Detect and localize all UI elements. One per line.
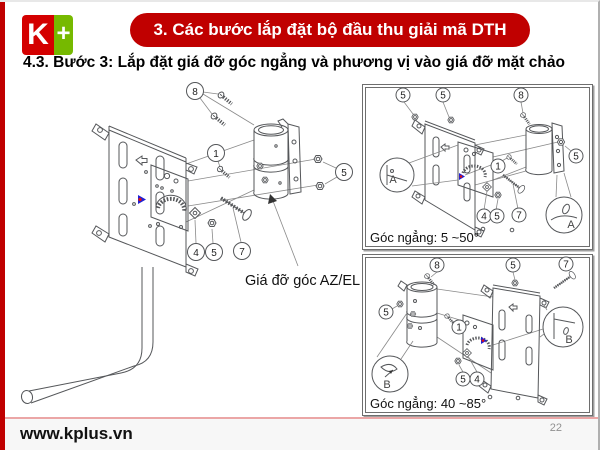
logo-plus-letter: + [54, 15, 73, 55]
pole-clamp-cylinder [397, 280, 438, 348]
left-accent-stripe [0, 2, 5, 450]
kplus-logo: K + [22, 15, 73, 55]
magnifier-detail-b-left: B [371, 312, 414, 393]
assembly-guide-lines [436, 288, 544, 374]
main-exploded-diagram: 8 1 5 [20, 82, 360, 404]
pole-clamp-cylinder [525, 122, 565, 176]
svg-text:5: 5 [383, 308, 389, 319]
dish-mount-plate [411, 119, 485, 238]
blue-alignment-marker [481, 337, 487, 344]
svg-text:7: 7 [563, 260, 569, 271]
callouts-4-5-7-hardware: 4 5 7 [187, 191, 255, 261]
magnifier-detail-b-right: B [539, 304, 584, 348]
hole-mark [480, 226, 486, 232]
callout-5-side-nuts: 5 [313, 155, 353, 190]
callout-7-long-bolt: 7 [550, 256, 579, 293]
callout-8-screws: 8 [186, 82, 236, 130]
svg-text:8: 8 [434, 261, 440, 272]
callout-5-nut-mid: 5 [435, 87, 455, 124]
logo-k-letter: K [22, 15, 54, 55]
banner-title: 3. Các bước lắp đặt bộ đầu thu giải mã D… [153, 20, 507, 39]
blue-alignment-marker [459, 173, 465, 180]
svg-text:5: 5 [460, 375, 466, 386]
svg-text:4: 4 [481, 212, 487, 223]
assembly-guide-lines [464, 134, 559, 186]
mast-pole [20, 267, 154, 404]
svg-text:B: B [383, 379, 390, 391]
callouts-4-5-7-hardware: 4 5 7 [476, 170, 528, 224]
svg-text:5: 5 [440, 91, 446, 102]
detail-box-2-caption: Góc ngẳng: 40 ~85° [370, 396, 486, 411]
svg-text:A: A [389, 174, 397, 186]
footer-bar: www.kplus.vn 22 [0, 417, 598, 450]
hole-mark [515, 395, 521, 401]
pole-clamp-cylinder [253, 118, 302, 200]
detail-diagram-40-85: B B 8 [370, 256, 584, 411]
blue-alignment-marker [138, 195, 146, 204]
azel-angle-plate [457, 141, 494, 198]
callout-5-nut-right: 5 [556, 138, 584, 164]
hole-mark [487, 394, 493, 400]
hole-mark [509, 227, 515, 233]
dish-mount-plate [91, 123, 199, 277]
callout-5-nut-left: 5 [378, 300, 404, 320]
detail-box-elevation-40-85: B B 8 [362, 254, 593, 416]
footer-url: www.kplus.vn [20, 424, 133, 443]
svg-text:8: 8 [192, 87, 198, 98]
callouts-5-4-hardware: 5 4 [454, 348, 485, 387]
assembly-guide-lines [185, 93, 319, 223]
svg-text:7: 7 [239, 247, 245, 258]
callout-1-bolt: 1 [442, 311, 467, 335]
callout-8-screw: 8 [513, 87, 533, 128]
magnifier-detail-a-right: A [545, 172, 583, 234]
svg-text:1: 1 [456, 323, 462, 334]
svg-text:8: 8 [518, 91, 524, 102]
svg-text:4: 4 [193, 248, 199, 259]
callout-8-screw: 8 [422, 257, 445, 288]
svg-text:5: 5 [400, 91, 406, 102]
callout-5-nut-top: 5 [505, 257, 521, 287]
svg-text:B: B [565, 334, 572, 346]
callout-1-bolt: 1 [207, 144, 233, 182]
svg-text:5: 5 [510, 261, 516, 272]
svg-text:1: 1 [495, 162, 501, 173]
azel-part-label: Giá đỡ góc AZ/EL [245, 194, 360, 289]
svg-text:5: 5 [211, 248, 217, 259]
detail-box-1-caption: Góc ngẳng: 5 ~50° [370, 230, 479, 245]
detail-box-2-frame [365, 257, 590, 413]
page-number: 22 [549, 422, 562, 434]
azel-angle-plate [462, 314, 494, 371]
azel-angle-plate [150, 164, 189, 232]
section-title-banner: 3. Các bước lắp đặt bộ đầu thu giải mã D… [130, 13, 530, 47]
dish-mount-plate [478, 284, 550, 406]
detail-box-elevation-5-50: A A 5 [362, 84, 593, 250]
svg-text:5: 5 [573, 152, 579, 163]
svg-text:7: 7 [516, 211, 522, 222]
svg-text:Giá đỡ góc AZ/EL: Giá đỡ góc AZ/EL [245, 273, 360, 289]
svg-text:A: A [567, 219, 575, 231]
detail-box-1-frame [365, 87, 590, 247]
svg-text:1: 1 [213, 149, 219, 160]
svg-text:5: 5 [494, 212, 500, 223]
step-subtitle: 4.3. Bước 3: Lắp đặt giá đỡ góc ngẳng và… [23, 54, 565, 71]
callout-5-nut-left: 5 [395, 87, 419, 121]
magnifier-detail-a-left: A [379, 144, 459, 193]
svg-text:5: 5 [341, 168, 347, 179]
callout-1-bolt: 1 [490, 152, 520, 174]
detail-diagram-5-50: A A 5 [370, 87, 584, 245]
svg-text:4: 4 [474, 375, 480, 386]
